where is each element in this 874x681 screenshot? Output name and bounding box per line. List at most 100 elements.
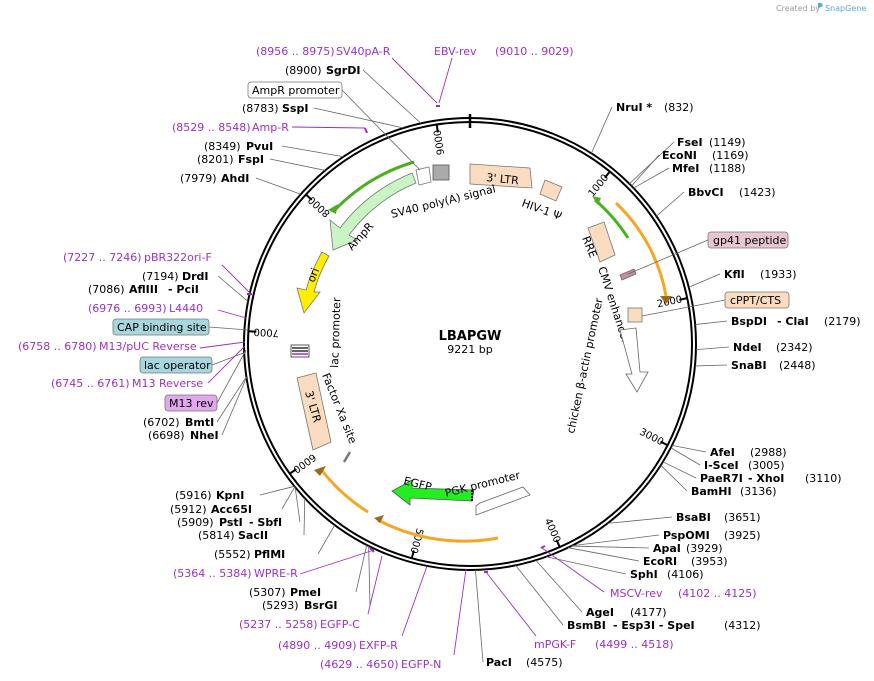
feature-ltr3-top[interactable]: 3' LTR (469, 163, 533, 189)
primer-pbr[interactable]: (7227 .. 7246) pBR322ori-F (63, 251, 212, 264)
site-ecori[interactable]: EcoRI (3953) (643, 555, 728, 568)
site-agei[interactable]: AgeI (4177) (586, 606, 667, 619)
site-paer7i[interactable]: PaeR7I - XhoI (3110) (700, 472, 842, 485)
site-ndei[interactable]: NdeI (2342) (733, 341, 813, 354)
site-bsabi[interactable]: BsaBI (3651) (676, 511, 761, 524)
site-fsei[interactable]: FseI (1149) (677, 136, 746, 149)
scale-tick-5000 (410, 550, 415, 559)
leader-sphi (546, 556, 627, 575)
site-econi[interactable]: EcoNI (1169) (662, 149, 749, 162)
box-lacop[interactable]: lac operator (139, 356, 213, 374)
feature-lac-promoter[interactable]: lac promoter (290, 297, 343, 368)
site-iscei-pos: (3005) (748, 459, 785, 472)
primer-sv40pa[interactable]: (8956 .. 8975) SV40pA-R (256, 45, 391, 58)
site-pvui[interactable]: (8349) PvuI (204, 140, 273, 153)
primer-l4440[interactable]: (6976 .. 6993) L4440 (88, 302, 203, 315)
site-kpni[interactable]: (5916) KpnI (175, 489, 244, 502)
feature-ltr3-bottom[interactable]: 3' LTR Factor Xa site (296, 371, 359, 463)
primer-ampr-range: (8529 .. 8548) (172, 121, 251, 134)
cap-label: CAP binding site (117, 321, 207, 334)
feature-ori[interactable]: ori (296, 251, 330, 314)
scale-tick-2000 (679, 297, 688, 301)
site-pvui-name: PvuI (246, 140, 273, 153)
site-afliii[interactable]: (7086) AflIII - PciI (88, 283, 199, 296)
primer-leader-0 (391, 57, 438, 104)
box-amp-promoter[interactable]: AmpR promoter (247, 81, 343, 99)
site-paci[interactable]: PacI (4575) (486, 656, 563, 669)
box-leader-5 (216, 349, 247, 404)
primer-egfpn[interactable]: (4629 .. 4650) EGFP-N (320, 658, 441, 671)
site-bsmbi[interactable]: BsmBI - Esp3I - SpeI (4312) (567, 619, 761, 632)
plasmid-name: LBAPGW (439, 329, 502, 344)
primer-m13rev[interactable]: (6745 .. 6761) M13 Reverse (51, 377, 203, 390)
primer-m13puc[interactable]: (6758 .. 6780) M13/pUC Reverse (18, 340, 197, 353)
primer-ebv[interactable]: EBV-rev (9010 .. 9029) (434, 45, 574, 58)
scale-label-9000: 9000 (433, 129, 448, 156)
primer-egfpc[interactable]: (5237 .. 5258) EGFP-C (239, 618, 360, 631)
primer-mpgk-name: mPGK-F (534, 638, 576, 651)
box-m13rev[interactable]: M13 rev (164, 394, 218, 412)
site-pspomi[interactable]: PspOMI (3925) (663, 529, 761, 542)
primer-m13rev-name: M13 Reverse (132, 377, 203, 390)
site-bspdi[interactable]: BspDI - ClaI (2179) (731, 315, 861, 328)
site-nrui[interactable]: NruI * (832) (616, 101, 694, 114)
site-acc65i[interactable]: (5912) Acc65I (170, 503, 252, 516)
site-psti-pos: (5909) (177, 516, 214, 529)
site-bsrgi[interactable]: (5293) BsrGI (262, 599, 337, 612)
leader-mfei (633, 167, 670, 189)
primer-exfp-range: (4890 .. 4909) (278, 639, 357, 652)
scale-tick-9000 (435, 124, 439, 133)
site-sacii[interactable]: (5814) SacII (198, 529, 268, 542)
site-kpni-name: KpnI (216, 489, 244, 502)
primer-mscv-name: MSCV-rev (610, 587, 663, 600)
site-fspi[interactable]: (8201) FspI (197, 153, 264, 166)
leader-agei (535, 559, 583, 613)
primer-mpgk[interactable]: mPGK-F (4499 .. 4518) (534, 638, 674, 651)
box-cppt[interactable]: cPPT/CTS (724, 291, 790, 309)
feature-wpre[interactable] (314, 466, 499, 543)
leader-fspi (269, 158, 326, 171)
site-afei[interactable]: AfeI (2988) (710, 446, 787, 459)
feature-pgk-promoter[interactable]: PGK promoter (444, 469, 531, 516)
site-apai-name: ApaI (653, 542, 681, 555)
site-kfli[interactable]: KflI (1933) (724, 268, 797, 281)
site-pflmi[interactable]: (5552) PflMI (214, 548, 285, 561)
primer-wpre[interactable]: (5364 .. 5384) WPRE-R (173, 567, 298, 580)
site-iscei[interactable]: I-SceI (3005) (704, 459, 785, 472)
leader-acc65i (281, 486, 296, 510)
site-psti[interactable]: (5909) PstI - SbfI (177, 516, 282, 529)
site-sphi-pos: (4106) (667, 568, 704, 581)
primer-ampr[interactable]: (8529 .. 8548) Amp-R (172, 121, 289, 134)
site-mfei[interactable]: MfeI (1188) (672, 162, 746, 175)
site-afei-name: AfeI (710, 446, 735, 459)
box-gp41[interactable]: gp41 peptide (707, 231, 789, 249)
site-sspi[interactable]: (8783) SspI (242, 102, 308, 115)
site-bbvci[interactable]: BbvCI (1423) (688, 186, 776, 199)
feature-egfp[interactable]: EGFP (391, 474, 475, 506)
box-cap[interactable]: CAP binding site (112, 318, 210, 336)
leader-bspdi (695, 320, 728, 325)
primer-exfp-name: EXFP-R (359, 639, 398, 652)
primer-leader-6 (207, 345, 246, 384)
site-bsrgi-pos: (5293) (262, 599, 299, 612)
site-pmei[interactable]: (5307) PmeI (249, 586, 321, 599)
amp-promoter-label: AmpR promoter (252, 84, 340, 97)
hiv1-label: HIV-1 Ψ (520, 197, 564, 224)
primer-ebv-name: EBV-rev (434, 45, 477, 58)
site-bmti[interactable]: (6702) BmtI (143, 416, 214, 429)
site-bamhi[interactable]: BamHI (3136) (691, 485, 777, 498)
leader-iscei (670, 447, 701, 466)
site-afei-pos: (2988) (750, 446, 787, 459)
site-snabi[interactable]: SnaBI (2448) (731, 359, 816, 372)
site-drdi[interactable]: (7194) DrdI (142, 270, 209, 283)
site-sphi[interactable]: SphI (4106) (630, 568, 704, 581)
site-sgrdi[interactable]: (8900) SgrDI (285, 64, 360, 77)
leader-bsrgi (368, 545, 371, 606)
site-ahdi[interactable]: (7979) AhdI (180, 172, 249, 185)
site-paer7i-name: PaeR7I (700, 472, 743, 485)
site-nhei[interactable]: (6698) NheI (148, 429, 219, 442)
site-apai[interactable]: ApaI (3929) (653, 542, 723, 555)
primer-mscv[interactable]: MSCV-rev (4102 .. 4125) (610, 587, 757, 600)
primer-exfp[interactable]: (4890 .. 4909) EXFP-R (278, 639, 398, 652)
site-paer7i-pos: (3110) (805, 472, 842, 485)
